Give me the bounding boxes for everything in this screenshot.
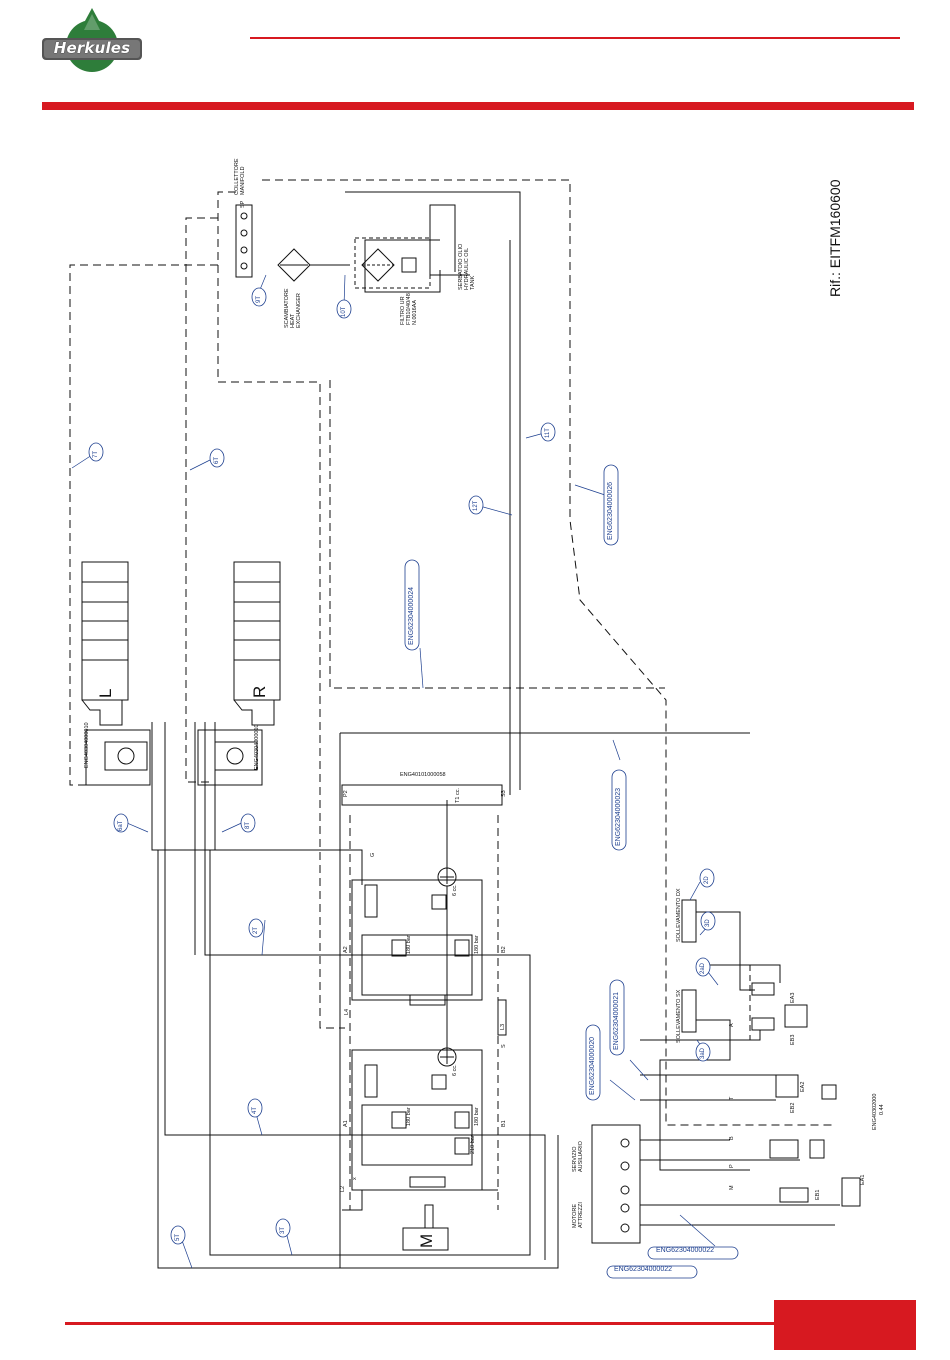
hose-tag: 2T — [253, 926, 259, 934]
motor-attrezzi-label: MOTORE ATTREZZI — [572, 1202, 584, 1228]
hose-tag: 9T — [256, 295, 262, 303]
port-b: B — [729, 1136, 735, 1140]
hose-tag: 10T — [341, 306, 347, 317]
tank-label: SERBATOIO OLIO HYDRAULIC OIL TANK — [458, 243, 476, 290]
motor-label: M — [417, 1233, 436, 1248]
port-l4: L4 — [344, 1008, 350, 1015]
port-p2: P2 — [343, 790, 349, 797]
hose-tag: 6aT — [118, 820, 124, 831]
valve-bottom-right-sub: 0.44 — [879, 1104, 885, 1115]
manifold-label: COLLETTORE MANIFOLD — [234, 158, 246, 195]
document-reference: Rif.: EITFM160600 — [827, 179, 843, 298]
cylinder-left-code: ENG40304000010 — [84, 722, 90, 768]
sollevamento-dx-label: SOLLEVAMENTO DX — [676, 888, 682, 942]
port-m: M — [729, 1185, 735, 1190]
pumps — [437, 867, 457, 1067]
drain-lines — [69, 179, 835, 1210]
port-x: x — [352, 1177, 358, 1180]
port-b1: B1 — [501, 1120, 507, 1127]
displacement-label: 6 cc. — [452, 1064, 458, 1076]
lift-circuit — [640, 899, 861, 1226]
hose-tag-ovals — [88, 287, 739, 1279]
part-code-p21: ENG62304000021 — [613, 992, 620, 1050]
port-l2: L2 — [340, 1185, 346, 1192]
manifold-port-label: SP — [240, 200, 246, 208]
hose-tag: 3D — [705, 919, 711, 927]
port-t1: T1 cc. — [455, 788, 461, 803]
servizio-ausiliario-label: SERVIZIO AUSILIARIO — [572, 1141, 584, 1172]
pressure-lines — [151, 191, 750, 1269]
part-code-p22b: ENG62304000022 — [614, 1266, 672, 1273]
footer-block — [774, 1300, 916, 1350]
port-s: S — [501, 1044, 507, 1048]
pressure-label: 180 bar — [406, 935, 412, 954]
solenoid-label: EA2 — [800, 1081, 806, 1092]
filter-label: FILTRO UR FTB10/40/48 N.0016AA — [400, 293, 418, 325]
hose-tag: 3aD — [700, 1047, 706, 1059]
cylinder-segments — [81, 581, 280, 726]
pressure-label: 180 bar — [474, 1107, 480, 1126]
header-band — [42, 102, 914, 110]
port-p: P — [729, 1164, 735, 1168]
cylinder-valves — [85, 729, 263, 786]
port-a2: A2 — [343, 946, 349, 953]
valve-block-code: ENG40101000058 — [400, 772, 446, 778]
hose-tag: 8T — [245, 821, 251, 829]
valve-bottom-right-code: ENG40302000 — [872, 1093, 878, 1130]
relief-valves — [364, 884, 470, 1188]
port-a: A — [729, 1023, 735, 1027]
part-code-p26: ENG62304000026 — [607, 482, 614, 540]
cylinder-right-label: R — [250, 685, 269, 698]
brand-name: Herkules — [53, 39, 131, 57]
port-b2: B2 — [501, 946, 507, 953]
port-s3: S3 — [501, 790, 507, 797]
displacement-label: 6 cc. — [452, 884, 458, 896]
port-a1: A1 — [343, 1120, 349, 1127]
footer-rule — [65, 1322, 777, 1325]
hose-tag: 2aD — [700, 962, 706, 974]
hose-tag: 3T — [280, 1226, 286, 1234]
solenoid-label: EA1 — [860, 1174, 866, 1185]
cylinder-right-code: ENG40304000010 — [254, 724, 260, 770]
sollevamento-sx-label: SOLLEVAMENTO SX — [676, 989, 682, 1043]
solenoid-label: EB2 — [790, 1102, 796, 1113]
hose-tag: 7T — [93, 450, 99, 458]
top-equipment — [235, 204, 470, 289]
pressure-label: 180 bar — [406, 1107, 412, 1126]
header-rule — [250, 37, 900, 39]
solenoid-label: EB1 — [815, 1189, 821, 1200]
port-l3: L3 — [500, 1023, 506, 1030]
hose-tag: 4T — [252, 1106, 258, 1114]
port-t: T — [729, 1096, 735, 1100]
cylinder-left-label: L — [96, 688, 115, 698]
part-code-p20: ENG62304000020 — [589, 1037, 596, 1095]
heat-exchanger-label: SCAMBIATORE HEAT EXCHANGER — [284, 288, 302, 328]
solenoid-label: EB3 — [790, 1034, 796, 1045]
hose-tag: 11T — [545, 428, 551, 438]
hose-tag: 6T — [214, 456, 220, 464]
herkules-logo — [42, 8, 142, 72]
part-code-p24: ENG62304000024 — [408, 587, 415, 645]
motor-block-ports — [620, 1138, 630, 1233]
pressure-label: 180 bar — [474, 935, 480, 954]
pressure-label: 210 bar — [470, 1135, 476, 1154]
solenoid-label: EA3 — [790, 992, 796, 1003]
part-code-p23: ENG62304000023 — [615, 788, 622, 846]
port-g: G — [370, 852, 376, 857]
hose-tag: 5T — [175, 1233, 181, 1241]
part-code-p22a: ENG62304000022 — [656, 1247, 714, 1254]
hose-tag: 2D — [704, 876, 710, 884]
hose-tag: 12T — [473, 500, 479, 511]
valve-block-outlines — [81, 561, 641, 1251]
